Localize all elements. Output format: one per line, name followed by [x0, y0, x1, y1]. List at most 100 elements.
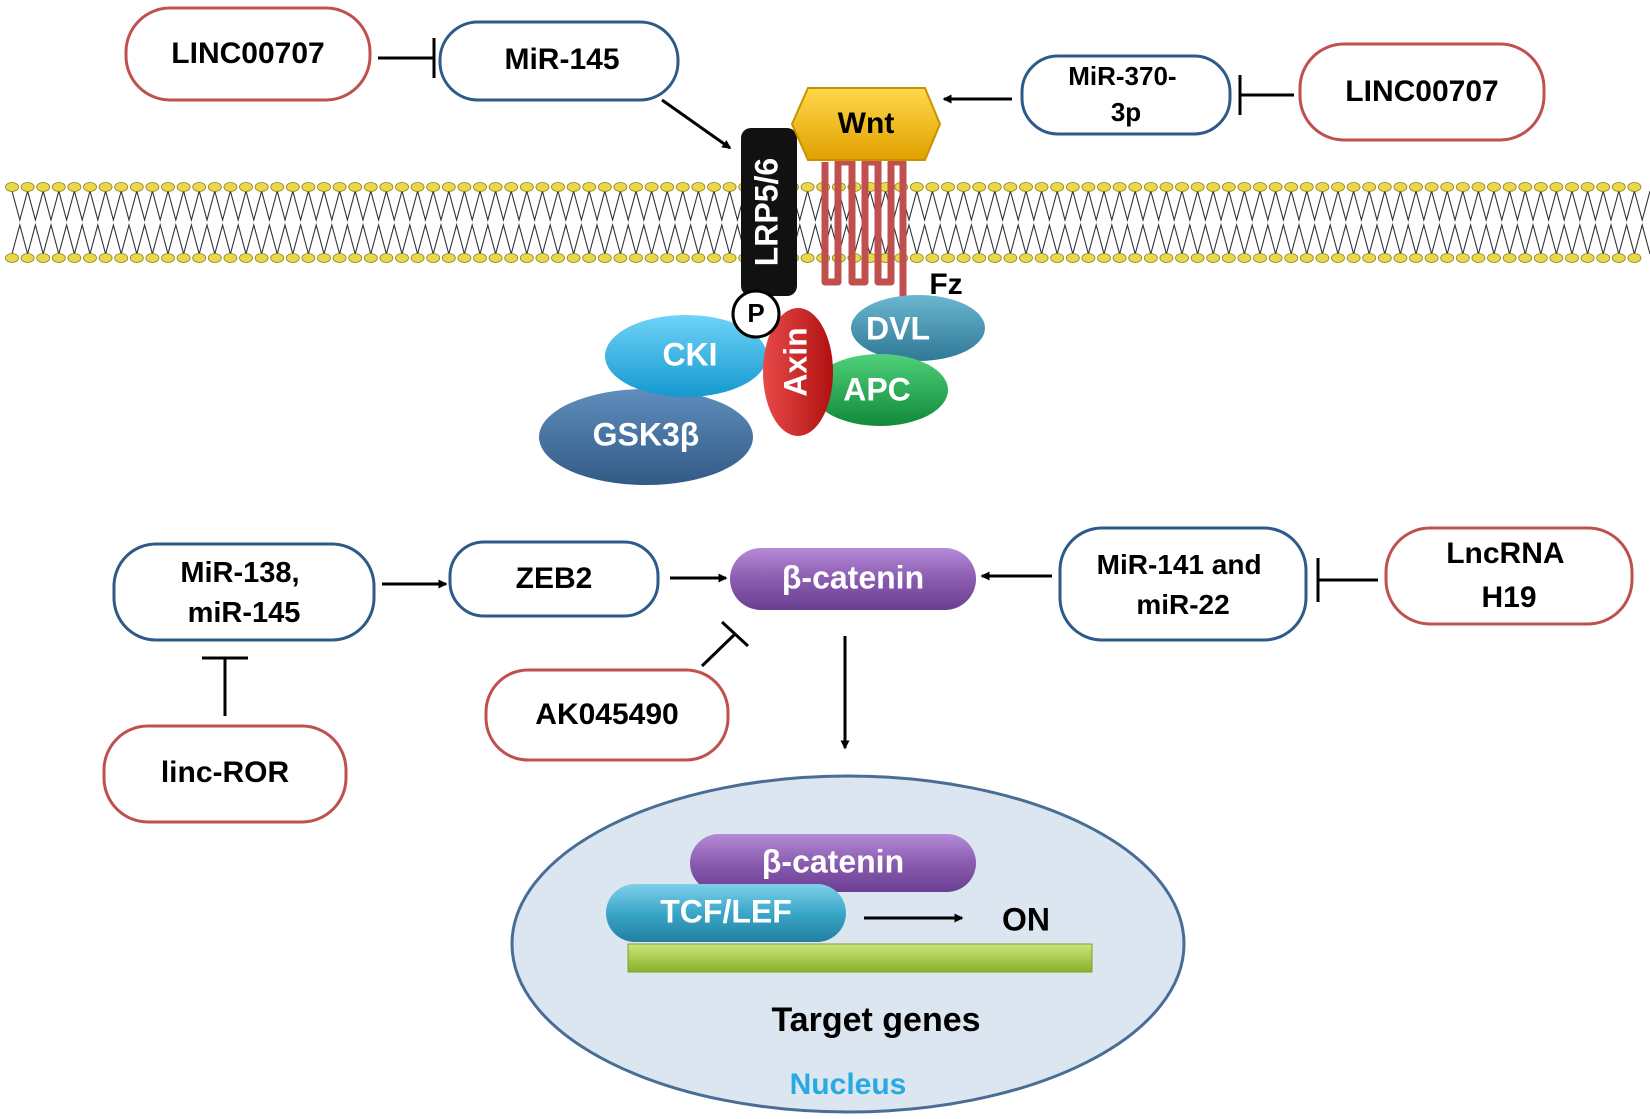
arrow-mir145-to-lrp — [661, 98, 732, 150]
lipid-head-inner — [5, 253, 19, 263]
lipid-head-inner — [317, 253, 331, 263]
zeb2-box — [448, 540, 660, 618]
lipid-head-outer — [1549, 182, 1564, 192]
lipid-head-outer — [1175, 182, 1189, 192]
lipid-head-outer — [987, 182, 1002, 192]
lipid-head-inner — [613, 253, 628, 263]
mir370-label: MiR-370- 3p — [1068, 61, 1184, 127]
lipid-head-outer — [1502, 182, 1517, 192]
lipid-head-inner — [1175, 253, 1189, 263]
lipid-head-inner — [363, 253, 378, 263]
lipid-head-inner — [270, 253, 285, 263]
lipid-head-outer — [488, 182, 503, 192]
lipid-head-outer — [98, 182, 113, 192]
lipid-head-outer — [5, 182, 19, 192]
lipid-head-inner — [1221, 253, 1236, 263]
lipid-head-outer — [504, 182, 519, 192]
lipid-head-inner — [1471, 253, 1486, 263]
lipid-head-inner — [1549, 253, 1564, 263]
lipid-head-outer — [644, 182, 659, 192]
lipid-head-inner — [223, 253, 238, 263]
linc00707-left-label: LINC00707 — [171, 37, 324, 70]
lipid-head-inner — [1455, 253, 1470, 263]
cell-membrane — [5, 182, 1650, 263]
lipid-head-outer — [629, 182, 643, 192]
lipid-head-inner — [582, 253, 597, 263]
linc00707-right-label: LINC00707 — [1345, 75, 1498, 108]
lipid-head-inner — [114, 253, 129, 263]
lipid-head-outer — [1533, 182, 1548, 192]
lipid-head-inner — [1003, 253, 1018, 263]
lipid-head-outer — [161, 182, 175, 192]
lipid-head-outer — [473, 182, 487, 192]
lipid-head-outer — [1315, 182, 1330, 192]
wnt-label: Wnt — [838, 107, 895, 140]
lipid-head-outer — [426, 182, 441, 192]
lipid-head-inner — [722, 253, 737, 263]
phospho-label: P — [747, 298, 764, 328]
lipid-head-inner — [1627, 253, 1642, 263]
lipid-head-outer — [941, 182, 955, 192]
lipid-head-inner — [1611, 253, 1626, 263]
lipid-head-outer — [800, 182, 815, 192]
lipid-head-inner — [301, 253, 316, 263]
lncrna-h19-line2: H19 — [1481, 581, 1536, 614]
lipid-head-outer — [535, 182, 550, 192]
lipid-head-outer — [348, 182, 363, 192]
lipid-tails — [11, 190, 1650, 255]
lipid-head-inner — [1580, 253, 1595, 263]
lipid-head-inner — [1487, 253, 1501, 263]
lipid-head-outer — [1346, 182, 1361, 192]
lipid-head-inner — [1143, 253, 1158, 263]
lipid-head-outer — [691, 182, 706, 192]
mir370-line2: 3p — [1111, 97, 1141, 127]
mir138-145-label: MiR-138, miR-145 — [180, 557, 307, 629]
lipid-head-outer — [223, 182, 238, 192]
mir141-22-line1: MiR-141 and — [1097, 549, 1262, 580]
mir145-top-label: MiR-145 — [504, 43, 619, 76]
lncrna-h19-box — [1384, 526, 1634, 626]
lipid-head-outer — [67, 182, 82, 192]
lipid-head-outer — [722, 182, 737, 192]
lipid-head-inner — [1533, 253, 1548, 263]
lipid-head-inner — [504, 253, 519, 263]
lipid-head-inner — [207, 253, 222, 263]
lipid-head-inner — [1502, 253, 1517, 263]
inhibit-ror-mir138 — [202, 656, 248, 716]
lipid-head-inner — [129, 253, 144, 263]
tcf-lef-label: TCF/LEF — [660, 893, 792, 929]
nucleus-label: Nucleus — [790, 1068, 907, 1101]
lipid-head-outer — [1518, 182, 1533, 192]
axin-protein — [763, 308, 833, 436]
lipid-head-inner — [145, 253, 160, 263]
linc-ror-box — [102, 724, 348, 824]
lipid-head-inner — [1097, 253, 1111, 263]
lipid-head-outer — [1050, 182, 1065, 192]
lipid-head-outer — [519, 182, 534, 192]
lrp-label: LRP5/6 — [748, 158, 784, 266]
lipid-head-inner — [1190, 253, 1205, 263]
wnt-ligand — [790, 87, 942, 161]
lipid-head-inner — [519, 253, 534, 263]
lipid-head-inner — [1565, 253, 1579, 263]
lipid-head-inner — [473, 253, 487, 263]
lipid-head-outer — [551, 182, 565, 192]
lipid-head-inner — [1159, 253, 1174, 263]
linc00707-left-box — [124, 6, 372, 102]
lipid-head-inner — [176, 253, 191, 263]
lipid-head-inner — [161, 253, 175, 263]
lipid-head-inner — [1315, 253, 1330, 263]
lipid-head-outer — [613, 182, 628, 192]
lipid-head-outer — [1409, 182, 1423, 192]
target-genes-label: Target genes — [771, 1001, 980, 1039]
lipid-head-inner — [1393, 253, 1408, 263]
lipid-head-outer — [83, 182, 97, 192]
lipid-head-outer — [36, 182, 51, 192]
lipid-head-inner — [691, 253, 706, 263]
lipid-head-inner — [941, 253, 955, 263]
lipid-head-outer — [909, 182, 924, 192]
lipid-head-inner — [1299, 253, 1314, 263]
beta-catenin-box — [730, 548, 976, 610]
lipid-head-inner — [348, 253, 363, 263]
